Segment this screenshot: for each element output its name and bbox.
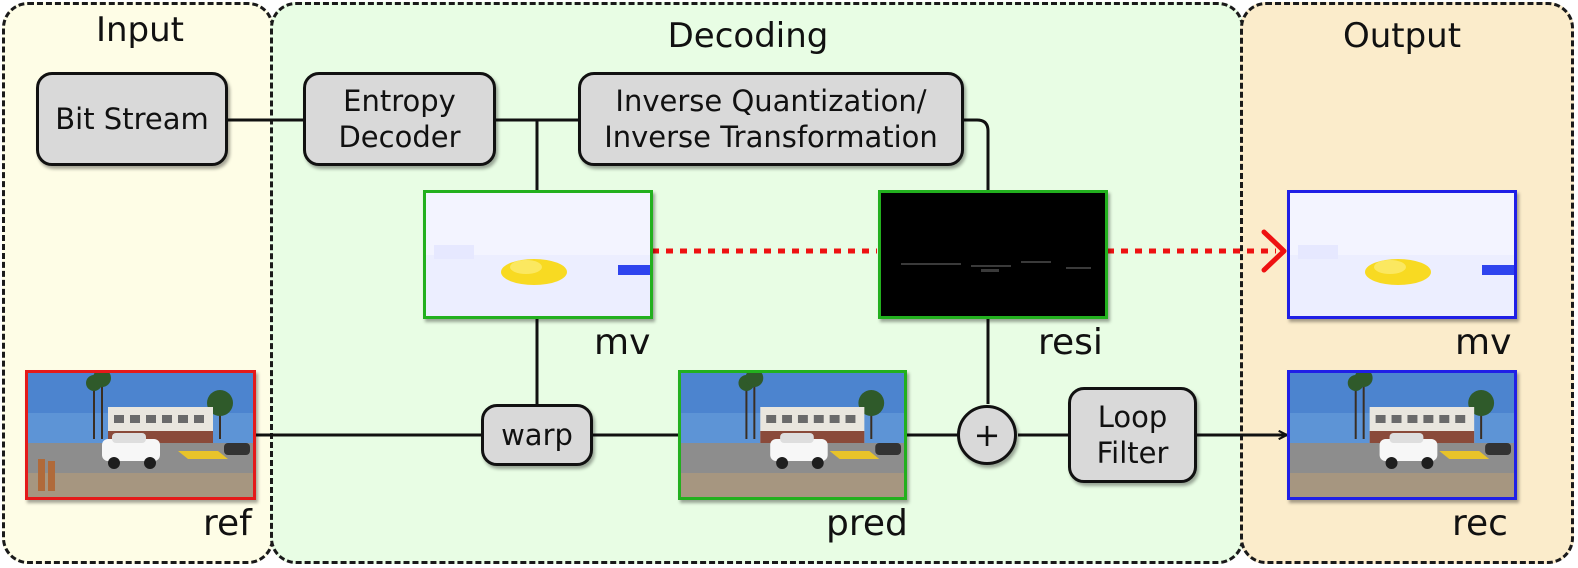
optical-flow-thumbnail xyxy=(426,193,650,316)
loop-filter-block: Loop Filter xyxy=(1068,387,1197,483)
ref-frame-image xyxy=(25,370,256,500)
mv-label: mv xyxy=(594,322,651,363)
invquant-to-resi-line xyxy=(963,118,990,190)
ref-label: ref xyxy=(203,503,252,544)
rec-label: rec xyxy=(1452,503,1508,544)
street-scene-thumbnail xyxy=(681,373,904,497)
entropy-decoder-block: Entropy Decoder xyxy=(303,72,496,166)
decoding-title: Decoding xyxy=(667,16,829,56)
rec-frame-image xyxy=(1287,370,1517,500)
resi-label: resi xyxy=(1038,322,1103,363)
mv-frame-image xyxy=(423,190,653,319)
mv-output-label: mv xyxy=(1455,322,1512,363)
adder-node: + xyxy=(957,405,1017,465)
pred-label: pred xyxy=(826,503,908,544)
warp-block: warp xyxy=(481,404,593,466)
output-title: Output xyxy=(1342,16,1462,56)
mv-output-frame-image xyxy=(1287,190,1517,319)
inverse-quantization-block: Inverse Quantization/ Inverse Transforma… xyxy=(578,72,964,166)
residual-thumbnail xyxy=(881,193,1105,316)
bit-stream-block: Bit Stream xyxy=(36,72,228,166)
dotted-motion-arrow xyxy=(652,229,1287,273)
street-scene-thumbnail xyxy=(1290,373,1514,497)
street-scene-thumbnail xyxy=(28,373,253,497)
optical-flow-thumbnail xyxy=(1290,193,1514,316)
resi-frame-image xyxy=(878,190,1108,319)
pred-frame-image xyxy=(678,370,907,500)
input-title: Input xyxy=(95,10,185,50)
